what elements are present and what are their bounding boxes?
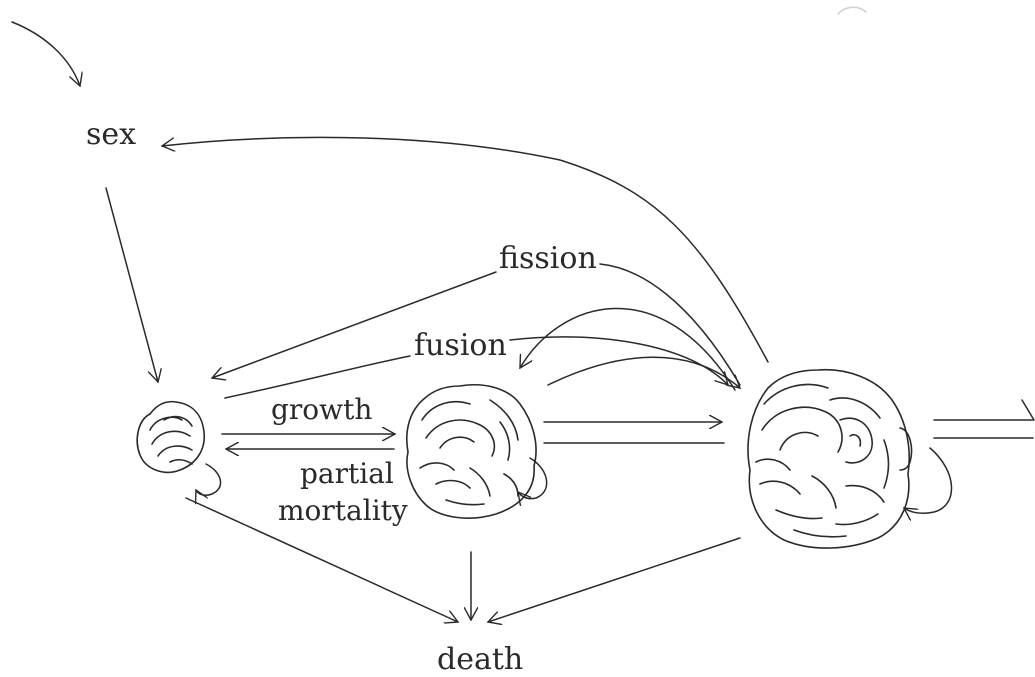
arrow-medium-to-large-fusion: [548, 357, 740, 388]
outgoing-arrowhead: [1022, 400, 1034, 420]
label-fission: fission: [499, 244, 597, 274]
coral-colony-medium: [407, 385, 536, 518]
label-death: death: [437, 645, 523, 675]
label-sex: sex: [86, 120, 136, 150]
faint-circle-fragment: [838, 7, 866, 14]
arrow-fission-to-medium: [520, 308, 735, 390]
self-loop-medium: [518, 458, 547, 499]
coral-colony-small: [137, 402, 204, 473]
label-growth: growth: [271, 396, 372, 424]
label-partial: partial: [300, 460, 394, 488]
arrow-sex-to-small-colony: [106, 188, 158, 382]
arrow-incoming-top-left: [12, 22, 80, 86]
label-mortality: mortality: [278, 497, 408, 525]
coral-colony-large: [748, 370, 912, 548]
label-fusion: fusion: [414, 331, 507, 361]
arrow-large-to-death: [488, 538, 740, 622]
self-loop-small: [196, 464, 221, 495]
